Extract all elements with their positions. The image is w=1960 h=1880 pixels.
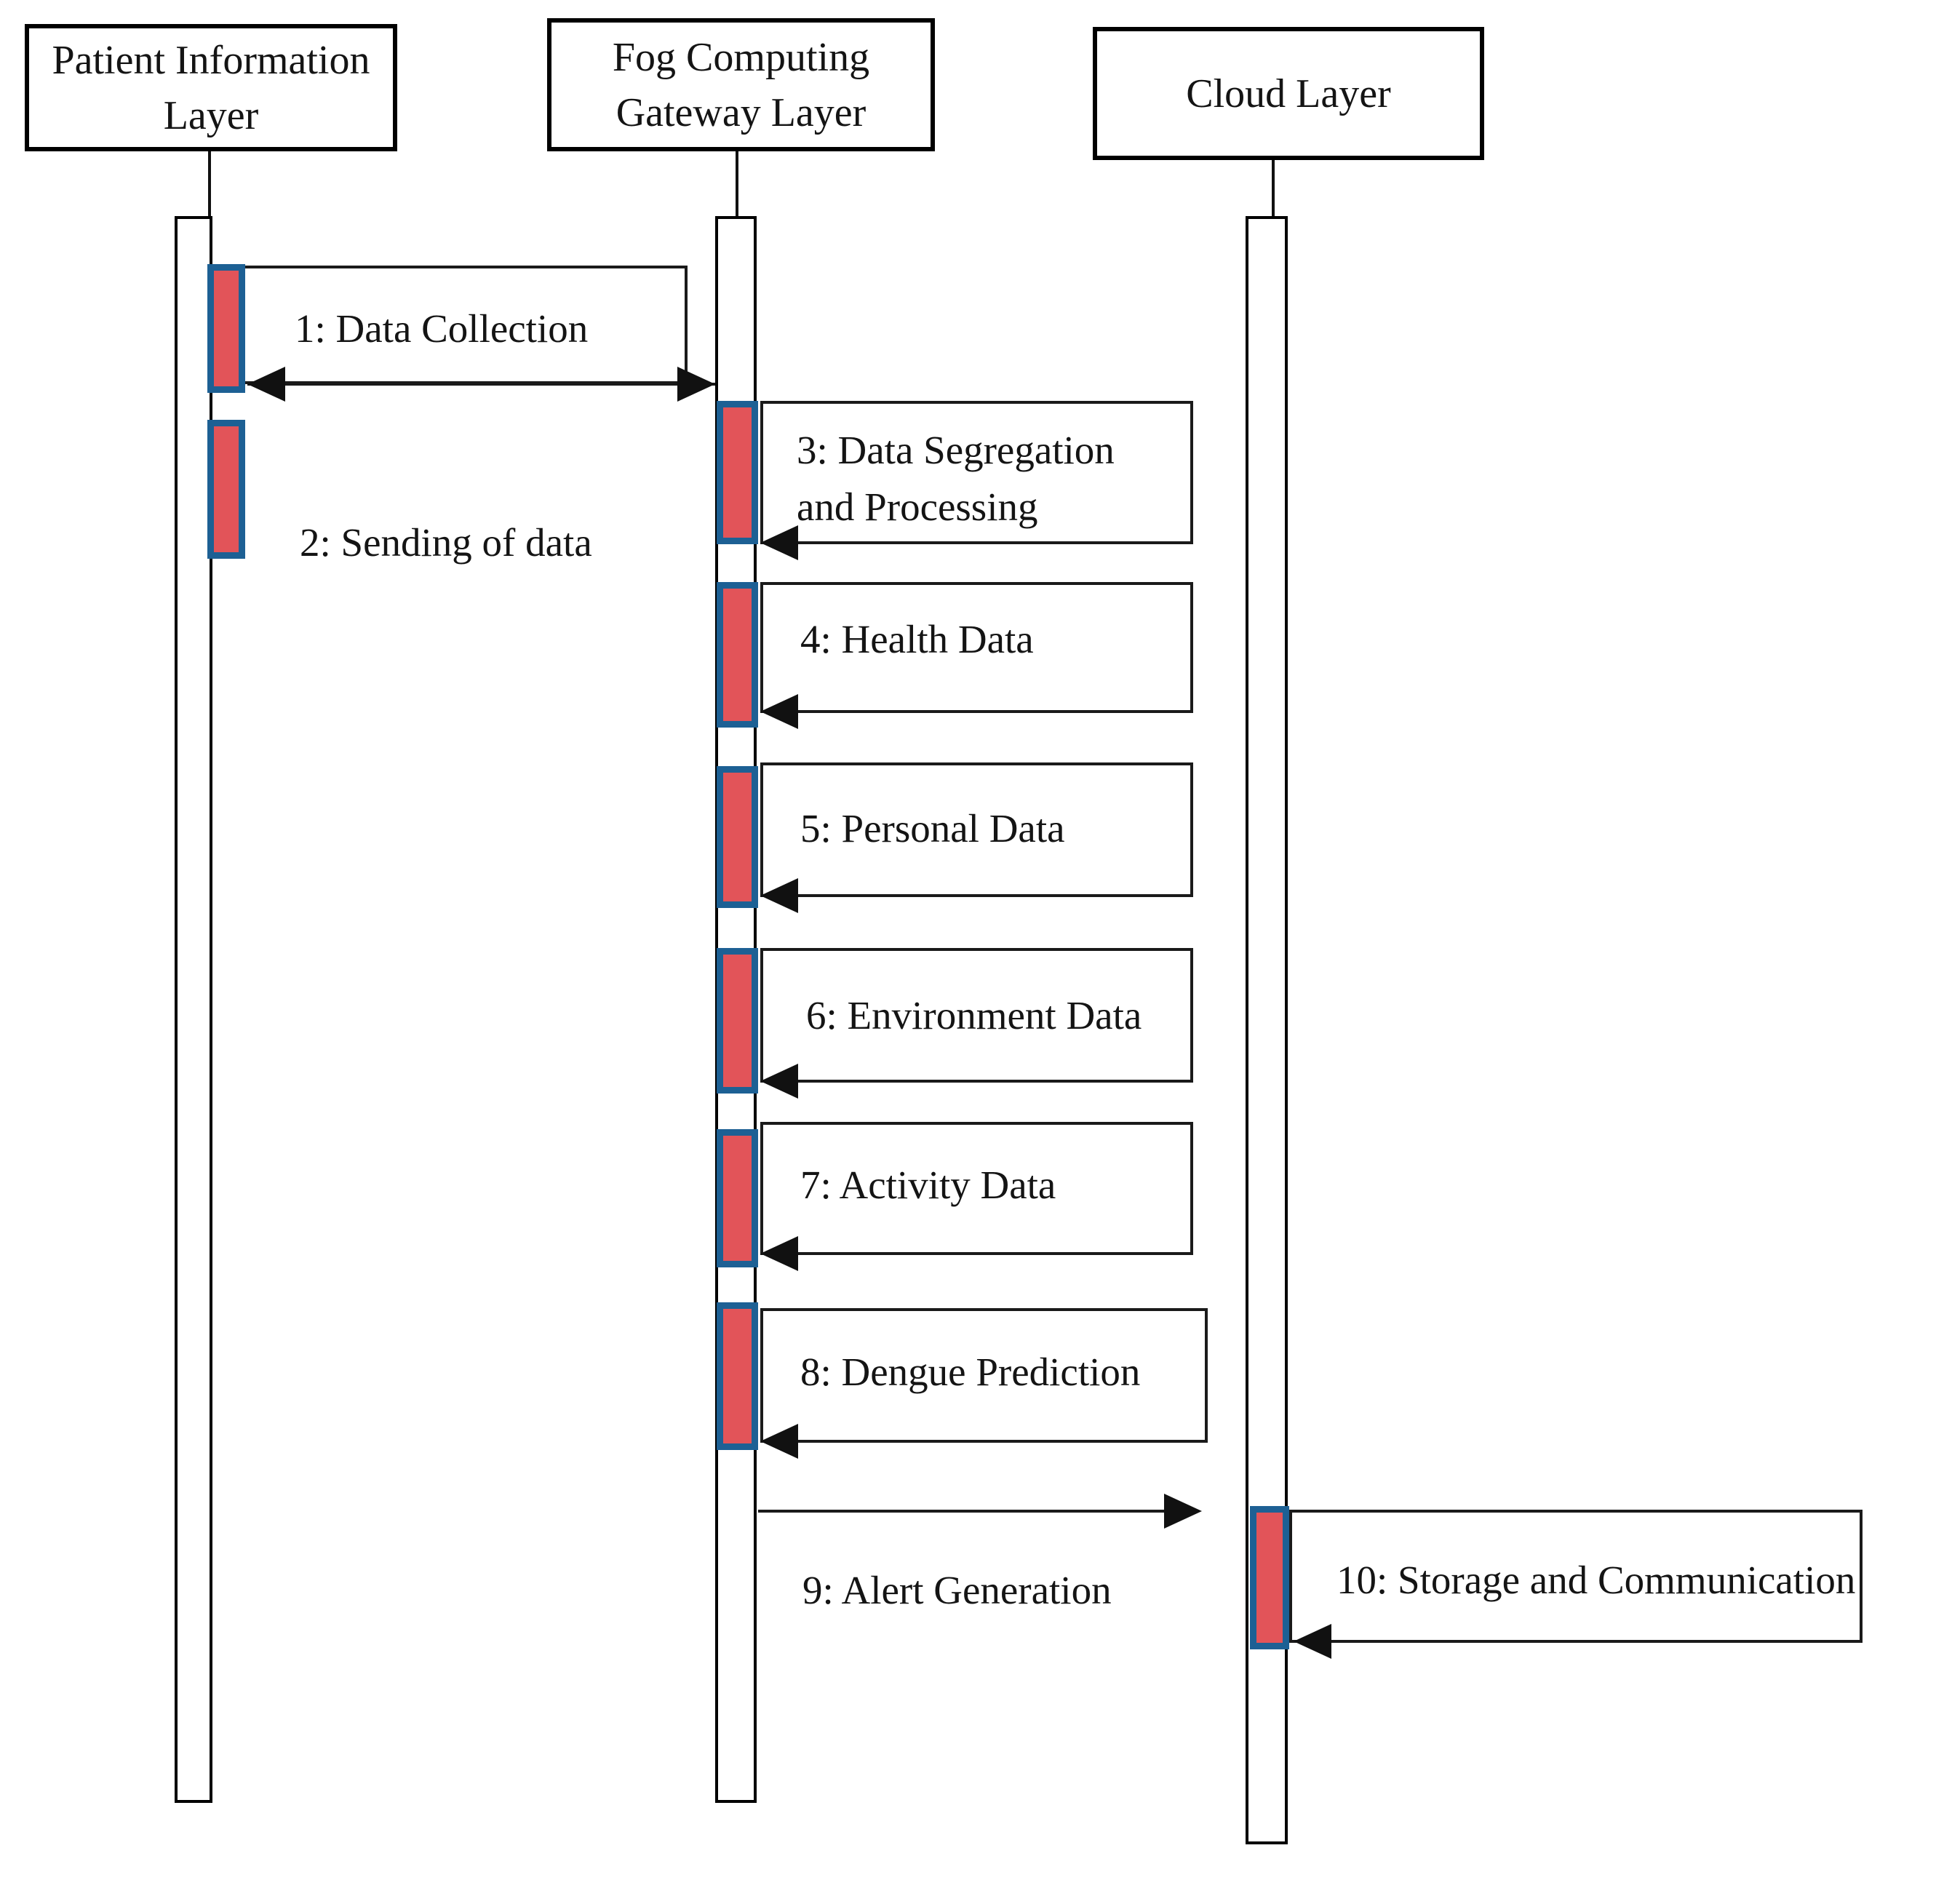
- arrowhead-right-icon: [677, 367, 715, 402]
- message-label-10: 10: Storage and Communication: [1336, 1558, 1856, 1602]
- arrowhead-left-icon: [760, 1064, 798, 1099]
- activation-patient-2: [207, 420, 245, 559]
- actor-label-line: Gateway Layer: [616, 89, 867, 135]
- arrowhead-right-icon: [1164, 1494, 1202, 1529]
- arrowhead-left-icon: [760, 1236, 798, 1271]
- message-label-5: 5: Personal Data: [800, 806, 1065, 851]
- message-box-7: [760, 1122, 1193, 1255]
- actor-fog-computing-gateway-layer: Fog Computing Gateway Layer: [547, 18, 935, 151]
- actor-label-line: Patient Information: [52, 37, 370, 83]
- activation-fog-4: [717, 582, 758, 728]
- activation-patient-1: [207, 264, 245, 393]
- message-label-1: 1: Data Collection: [295, 306, 589, 351]
- actor-patient-information-layer: Patient Information Layer: [25, 24, 397, 151]
- lifeline-stub-patient: [208, 151, 211, 216]
- activation-fog-8: [717, 1302, 758, 1450]
- message-label-3-line2: and Processing: [797, 485, 1038, 529]
- message-label-4: 4: Health Data: [800, 617, 1034, 661]
- message-label-3-line1: 3: Data Segregation: [797, 428, 1115, 472]
- message-label-2: 2: Sending of data: [300, 520, 592, 565]
- arrowhead-left-icon: [760, 694, 798, 729]
- message-box-6: [760, 948, 1193, 1083]
- message-arrow-line-9: [758, 1510, 1166, 1513]
- arrowhead-left-icon: [760, 878, 798, 913]
- arrowhead-left-icon: [760, 525, 798, 560]
- message-label-6: 6: Environment Data: [806, 993, 1142, 1037]
- activation-fog-5: [717, 766, 758, 908]
- activation-cloud-10: [1250, 1506, 1289, 1649]
- activation-fog-3: [717, 401, 758, 544]
- actor-label-line: Layer: [163, 92, 259, 138]
- message-label-9: 9: Alert Generation: [802, 1568, 1112, 1612]
- actor-label-line: Fog Computing: [612, 34, 870, 80]
- actor-label-line: Cloud Layer: [1186, 71, 1391, 116]
- lifeline-stub-cloud: [1272, 160, 1275, 216]
- message-label-3: 3: Data Segregation and Processing: [797, 422, 1115, 535]
- arrowhead-left-icon: [760, 1424, 798, 1459]
- arrowhead-left-icon: [247, 367, 285, 402]
- activation-fog-7: [717, 1129, 758, 1267]
- message-box-4: [760, 582, 1193, 713]
- lifeline-patient: [175, 216, 212, 1803]
- message-box-5: [760, 762, 1193, 897]
- lifeline-stub-fog: [736, 151, 738, 216]
- arrowhead-left-icon: [1294, 1624, 1331, 1659]
- activation-fog-6: [717, 948, 758, 1094]
- actor-cloud-layer: Cloud Layer: [1093, 27, 1484, 160]
- message-label-8: 8: Dengue Prediction: [800, 1350, 1141, 1394]
- message-box-3: [760, 401, 1193, 544]
- message-label-7: 7: Activity Data: [800, 1163, 1056, 1207]
- message-box-10: [1289, 1510, 1863, 1643]
- message-arrow-line-1: [247, 383, 715, 386]
- message-box-8: [760, 1308, 1208, 1443]
